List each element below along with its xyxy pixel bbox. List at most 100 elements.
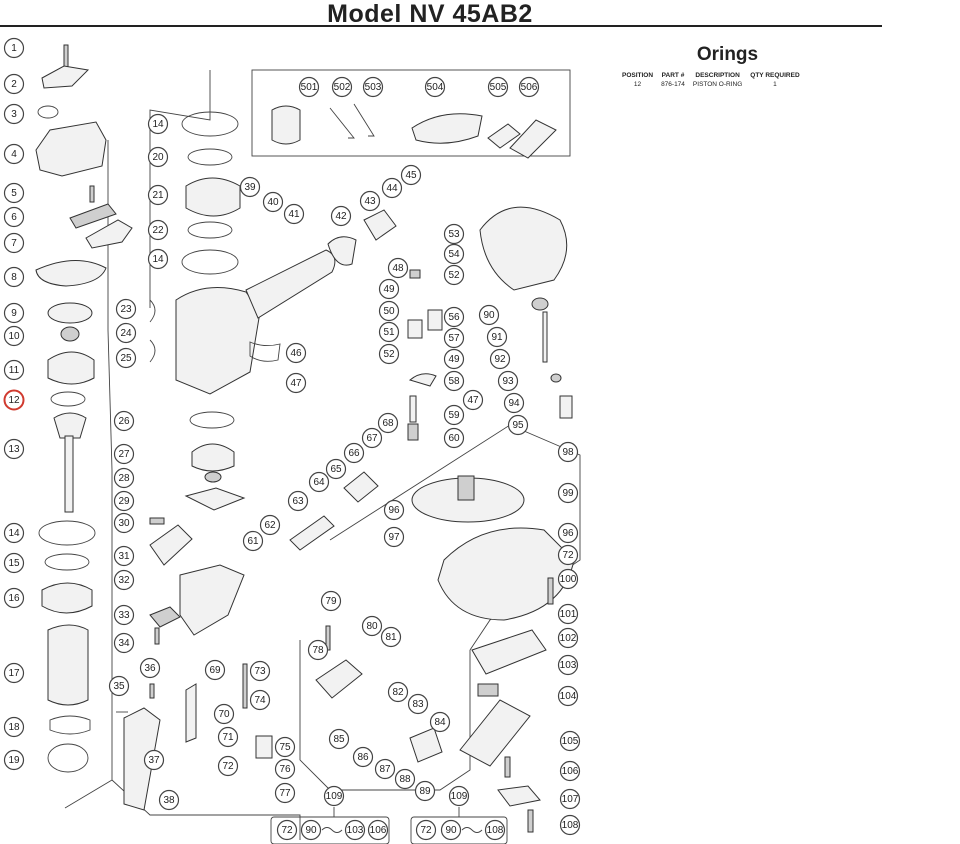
callout-94[interactable]: 94 <box>503 392 525 414</box>
callout-14[interactable]: 14 <box>147 113 169 135</box>
callout-82[interactable]: 82 <box>387 681 409 703</box>
callout-12[interactable]: 12 <box>3 389 25 411</box>
callout-26[interactable]: 26 <box>113 410 135 432</box>
callout-50[interactable]: 50 <box>378 300 400 322</box>
callout-90[interactable]: 90 <box>300 819 322 841</box>
callout-30[interactable]: 30 <box>113 512 135 534</box>
callout-72[interactable]: 72 <box>217 755 239 777</box>
callout-72[interactable]: 72 <box>276 819 298 841</box>
callout-18[interactable]: 18 <box>3 716 25 738</box>
callout-31[interactable]: 31 <box>113 545 135 567</box>
callout-67[interactable]: 67 <box>361 427 383 449</box>
callout-52[interactable]: 52 <box>443 264 465 286</box>
callout-90[interactable]: 90 <box>478 304 500 326</box>
callout-80[interactable]: 80 <box>361 615 383 637</box>
callout-75[interactable]: 75 <box>274 736 296 758</box>
callout-95[interactable]: 95 <box>507 414 529 436</box>
callout-24[interactable]: 24 <box>115 322 137 344</box>
callout-65[interactable]: 65 <box>325 458 347 480</box>
callout-77[interactable]: 77 <box>274 782 296 804</box>
callout-103[interactable]: 103 <box>344 819 366 841</box>
callout-49[interactable]: 49 <box>378 278 400 300</box>
callout-52[interactable]: 52 <box>378 343 400 365</box>
table-row[interactable]: 12 876-174 PISTON O-RING 1 <box>618 79 804 90</box>
callout-74[interactable]: 74 <box>249 689 271 711</box>
callout-73[interactable]: 73 <box>249 660 271 682</box>
callout-503[interactable]: 503 <box>362 76 384 98</box>
callout-34[interactable]: 34 <box>113 632 135 654</box>
callout-63[interactable]: 63 <box>287 490 309 512</box>
callout-40[interactable]: 40 <box>262 191 284 213</box>
callout-69[interactable]: 69 <box>204 659 226 681</box>
callout-33[interactable]: 33 <box>113 604 135 626</box>
callout-107[interactable]: 107 <box>559 788 581 810</box>
callout-37[interactable]: 37 <box>143 749 165 771</box>
callout-93[interactable]: 93 <box>497 370 519 392</box>
callout-81[interactable]: 81 <box>380 626 402 648</box>
callout-10[interactable]: 10 <box>3 325 25 347</box>
callout-85[interactable]: 85 <box>328 728 350 750</box>
callout-8[interactable]: 8 <box>3 266 25 288</box>
callout-91[interactable]: 91 <box>486 326 508 348</box>
callout-11[interactable]: 11 <box>3 359 25 381</box>
callout-79[interactable]: 79 <box>320 590 342 612</box>
callout-39[interactable]: 39 <box>239 176 261 198</box>
callout-17[interactable]: 17 <box>3 662 25 684</box>
callout-6[interactable]: 6 <box>3 206 25 228</box>
callout-103[interactable]: 103 <box>557 654 579 676</box>
callout-46[interactable]: 46 <box>285 342 307 364</box>
callout-20[interactable]: 20 <box>147 146 169 168</box>
callout-109[interactable]: 109 <box>448 785 470 807</box>
callout-22[interactable]: 22 <box>147 219 169 241</box>
callout-90[interactable]: 90 <box>440 819 462 841</box>
callout-72[interactable]: 72 <box>557 544 579 566</box>
callout-506[interactable]: 506 <box>518 76 540 98</box>
callout-86[interactable]: 86 <box>352 746 374 768</box>
callout-96[interactable]: 96 <box>383 499 405 521</box>
callout-61[interactable]: 61 <box>242 530 264 552</box>
callout-59[interactable]: 59 <box>443 404 465 426</box>
callout-1[interactable]: 1 <box>3 37 25 59</box>
callout-27[interactable]: 27 <box>113 443 135 465</box>
callout-108[interactable]: 108 <box>559 814 581 836</box>
callout-60[interactable]: 60 <box>443 427 465 449</box>
callout-29[interactable]: 29 <box>113 490 135 512</box>
callout-53[interactable]: 53 <box>443 223 465 245</box>
callout-504[interactable]: 504 <box>424 76 446 98</box>
callout-21[interactable]: 21 <box>147 184 169 206</box>
callout-502[interactable]: 502 <box>331 76 353 98</box>
callout-15[interactable]: 15 <box>3 552 25 574</box>
callout-89[interactable]: 89 <box>414 780 436 802</box>
callout-108[interactable]: 108 <box>484 819 506 841</box>
callout-25[interactable]: 25 <box>115 347 137 369</box>
callout-501[interactable]: 501 <box>298 76 320 98</box>
callout-109[interactable]: 109 <box>323 785 345 807</box>
callout-14[interactable]: 14 <box>147 248 169 270</box>
callout-35[interactable]: 35 <box>108 675 130 697</box>
callout-38[interactable]: 38 <box>158 789 180 811</box>
callout-44[interactable]: 44 <box>381 177 403 199</box>
callout-99[interactable]: 99 <box>557 482 579 504</box>
callout-68[interactable]: 68 <box>377 412 399 434</box>
callout-101[interactable]: 101 <box>557 603 579 625</box>
callout-3[interactable]: 3 <box>3 103 25 125</box>
callout-56[interactable]: 56 <box>443 306 465 328</box>
callout-28[interactable]: 28 <box>113 467 135 489</box>
callout-16[interactable]: 16 <box>3 587 25 609</box>
callout-9[interactable]: 9 <box>3 302 25 324</box>
callout-58[interactable]: 58 <box>443 370 465 392</box>
callout-84[interactable]: 84 <box>429 711 451 733</box>
callout-78[interactable]: 78 <box>307 639 329 661</box>
callout-70[interactable]: 70 <box>213 703 235 725</box>
callout-23[interactable]: 23 <box>115 298 137 320</box>
callout-66[interactable]: 66 <box>343 442 365 464</box>
callout-62[interactable]: 62 <box>259 514 281 536</box>
callout-106[interactable]: 106 <box>559 760 581 782</box>
callout-72[interactable]: 72 <box>415 819 437 841</box>
callout-57[interactable]: 57 <box>443 327 465 349</box>
callout-48[interactable]: 48 <box>387 257 409 279</box>
callout-5[interactable]: 5 <box>3 182 25 204</box>
callout-14[interactable]: 14 <box>3 522 25 544</box>
callout-51[interactable]: 51 <box>378 321 400 343</box>
callout-4[interactable]: 4 <box>3 143 25 165</box>
